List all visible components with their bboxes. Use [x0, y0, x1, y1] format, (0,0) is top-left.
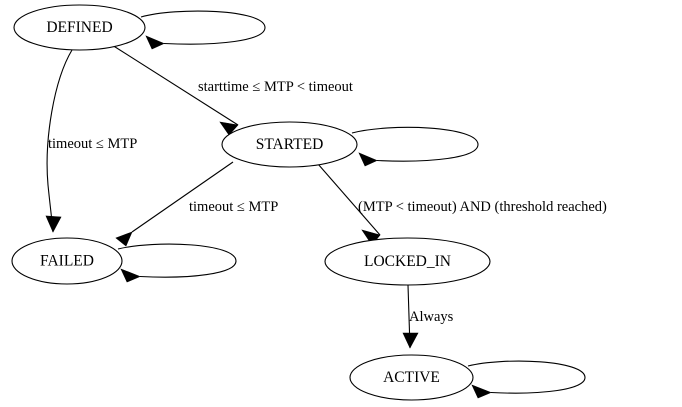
- arrowhead-defined-to-started: [219, 121, 239, 136]
- edge-locked-in-to-active[interactable]: [402, 284, 419, 349]
- arrowhead-started-to-failed: [115, 231, 133, 247]
- edge-started-self-loop[interactable]: [351, 126, 479, 167]
- edge-path-active-self: [467, 360, 586, 394]
- arrowhead-locked-in-to-active: [402, 332, 419, 349]
- state-node-locked-in-label: LOCKED_IN: [364, 253, 451, 270]
- edge-label-started-to-failed: timeout ≤ MTP: [189, 199, 278, 215]
- edge-path-started-to-failed: [131, 161, 234, 233]
- state-node-locked-in[interactable]: LOCKED_IN: [324, 237, 491, 286]
- state-node-defined-label: DEFINED: [46, 19, 112, 36]
- state-node-started-label: STARTED: [256, 136, 324, 153]
- edge-path-defined-to-started: [111, 44, 239, 126]
- edge-label-locked-in-to-active: Always: [409, 309, 454, 325]
- edge-defined-to-failed[interactable]: [45, 49, 73, 233]
- state-node-started[interactable]: STARTED: [221, 121, 358, 168]
- state-node-active-label: ACTIVE: [383, 369, 440, 386]
- arrowhead-started-self: [358, 152, 378, 167]
- state-node-failed-ellipse: [11, 237, 123, 285]
- state-node-failed[interactable]: FAILED: [11, 237, 123, 285]
- edge-defined-to-started[interactable]: [111, 44, 239, 136]
- edges-layer: [45, 10, 586, 399]
- edge-path-started-to-locked-in: [317, 163, 381, 236]
- edge-label-started-to-locked-in: (MTP < timeout) AND (threshold reached): [358, 199, 607, 215]
- edge-labels-layer: starttime ≤ MTP < timeout timeout ≤ MTP …: [48, 79, 607, 325]
- state-node-failed-label: FAILED: [40, 253, 94, 270]
- state-node-active-ellipse: [349, 354, 474, 401]
- edge-path-failed-self: [117, 243, 237, 278]
- edge-failed-self-loop[interactable]: [117, 243, 237, 283]
- edge-active-self-loop[interactable]: [467, 360, 586, 399]
- arrowhead-failed-self: [120, 268, 141, 283]
- edge-defined-self-loop[interactable]: [140, 10, 266, 50]
- state-node-started-ellipse: [221, 121, 358, 168]
- edge-label-defined-to-failed: timeout ≤ MTP: [48, 136, 137, 152]
- edge-path-started-self: [351, 126, 479, 162]
- arrowhead-active-self: [471, 384, 492, 399]
- state-node-active[interactable]: ACTIVE: [349, 354, 474, 401]
- edge-label-defined-to-started: starttime ≤ MTP < timeout: [198, 79, 353, 95]
- state-node-defined[interactable]: DEFINED: [13, 4, 146, 51]
- nodes-layer: DEFINED STARTED FAILED LOCKED_IN ACTIVE: [11, 4, 491, 401]
- edge-path-defined-self: [140, 10, 266, 45]
- state-node-defined-ellipse: [13, 4, 146, 51]
- state-node-locked-in-ellipse: [324, 237, 491, 286]
- edge-started-to-failed[interactable]: [115, 161, 234, 247]
- arrowhead-defined-to-failed: [45, 215, 62, 233]
- arrowhead-defined-self: [145, 35, 165, 50]
